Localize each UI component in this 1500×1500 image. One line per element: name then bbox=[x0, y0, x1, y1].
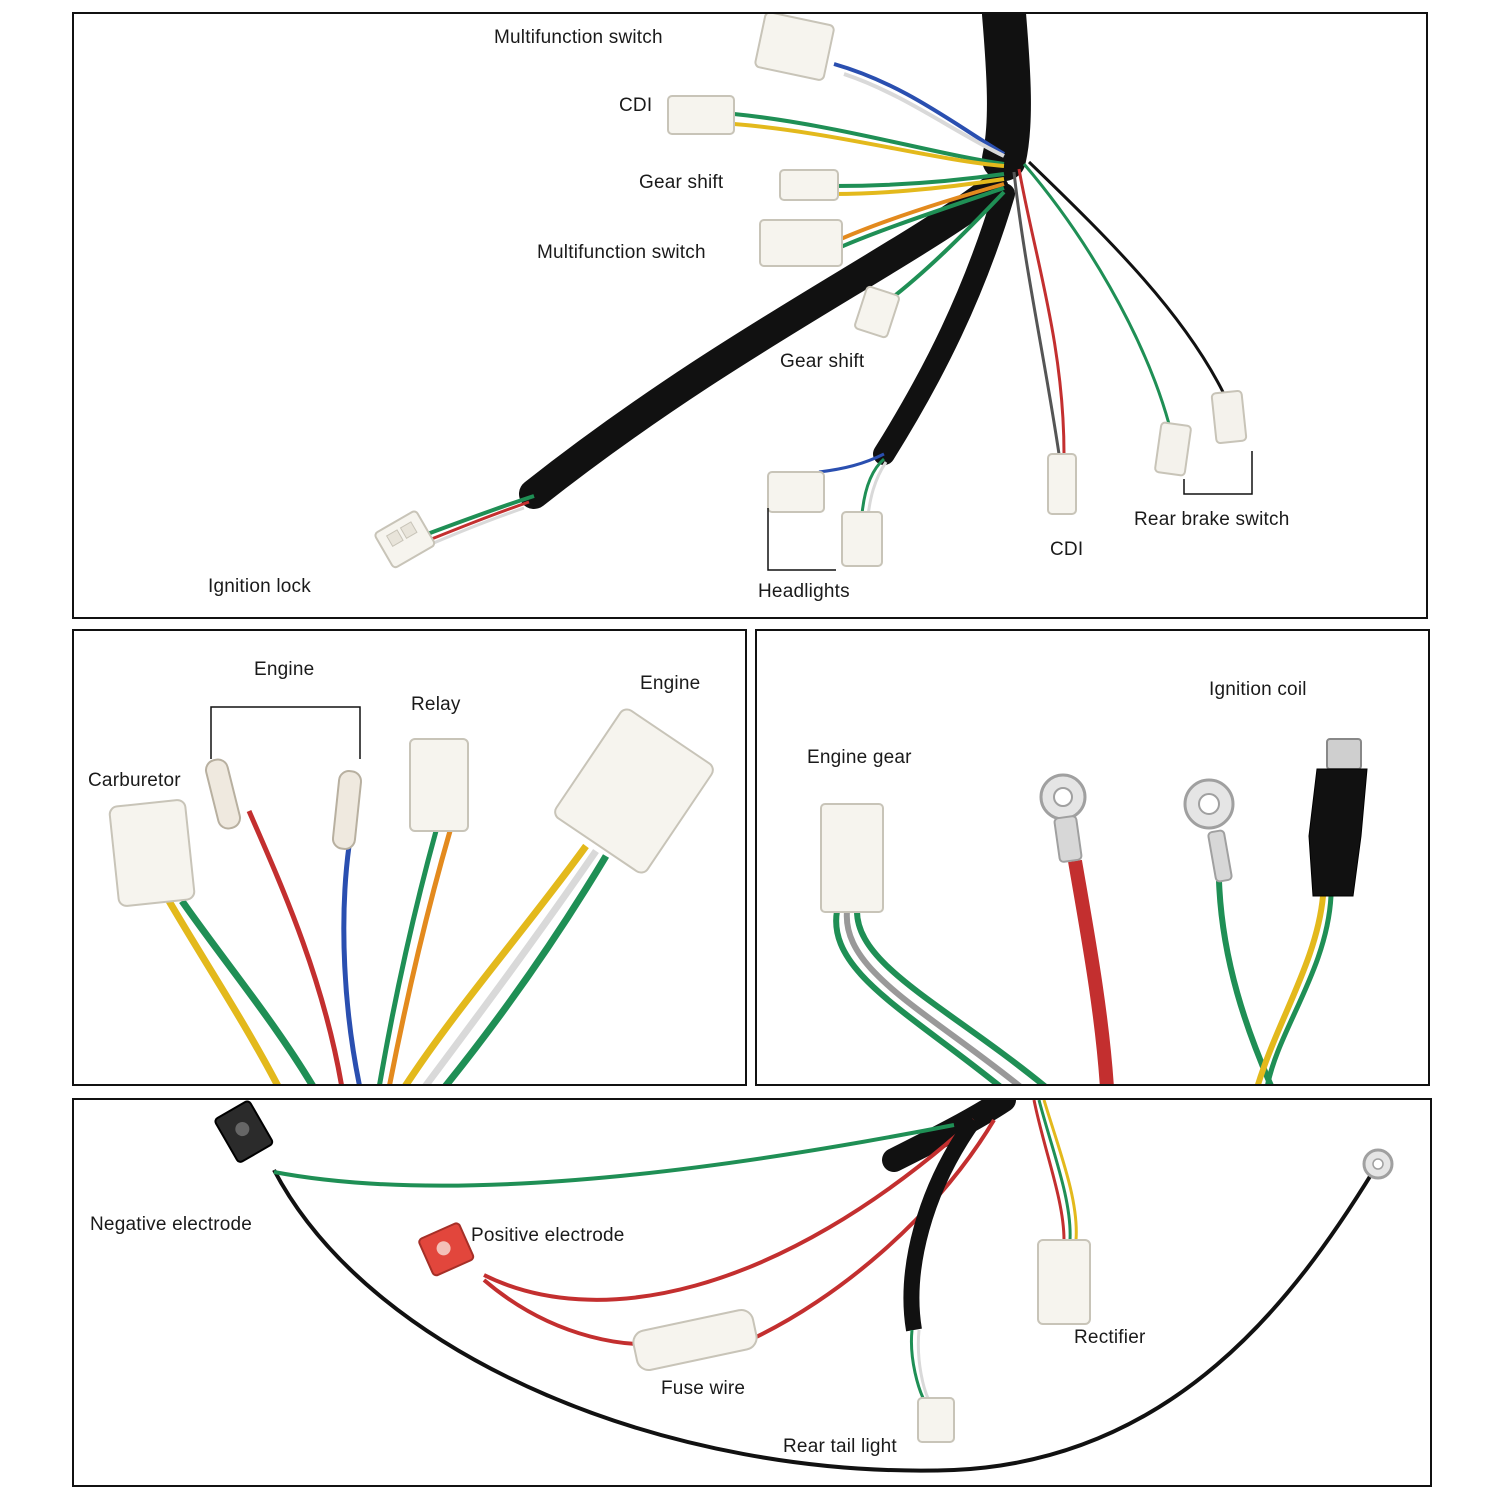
label-multifunction-switch-2: Multifunction switch bbox=[537, 242, 706, 263]
label-ignition-coil: Ignition coil bbox=[1209, 679, 1307, 700]
power-connectors-illustration bbox=[214, 1100, 1394, 1473]
label-cdi-1: CDI bbox=[619, 95, 653, 116]
label-relay: Relay bbox=[411, 694, 461, 715]
label-gear-shift-2: Gear shift bbox=[780, 351, 865, 372]
top-panel-harness-overview: Multifunction switch CDI Gear shift Mult… bbox=[72, 12, 1428, 619]
gear-coil-illustration bbox=[820, 738, 1368, 1084]
label-positive-electrode: Positive electrode bbox=[471, 1225, 625, 1246]
engine-connectors-illustration bbox=[108, 706, 714, 1084]
middle-left-panel-engine-connectors: Carburetor Engine Relay Engine bbox=[72, 629, 747, 1086]
harness-illustration-top bbox=[374, 14, 1253, 571]
label-engine-gear: Engine gear bbox=[807, 747, 912, 768]
label-gear-shift-1: Gear shift bbox=[639, 172, 724, 193]
label-rear-brake-switch: Rear brake switch bbox=[1134, 509, 1290, 530]
label-ignition-lock: Ignition lock bbox=[208, 576, 311, 597]
label-engine-2: Engine bbox=[640, 673, 701, 694]
label-carburetor: Carburetor bbox=[88, 770, 181, 791]
label-rear-tail-light: Rear tail light bbox=[783, 1436, 897, 1457]
label-fuse-wire: Fuse wire bbox=[661, 1378, 746, 1399]
label-engine-1: Engine bbox=[254, 659, 315, 680]
label-negative-electrode: Negative electrode bbox=[90, 1214, 253, 1235]
bottom-panel-power-connectors: Negative electrode Positive electrode Fu… bbox=[72, 1098, 1432, 1487]
label-cdi-2: CDI bbox=[1050, 539, 1084, 560]
label-multifunction-switch-1: Multifunction switch bbox=[494, 27, 663, 48]
label-headlights: Headlights bbox=[758, 581, 850, 602]
label-rectifier: Rectifier bbox=[1074, 1327, 1146, 1348]
middle-right-panel-gear-coil: Engine gear Ignition coil bbox=[755, 629, 1430, 1086]
